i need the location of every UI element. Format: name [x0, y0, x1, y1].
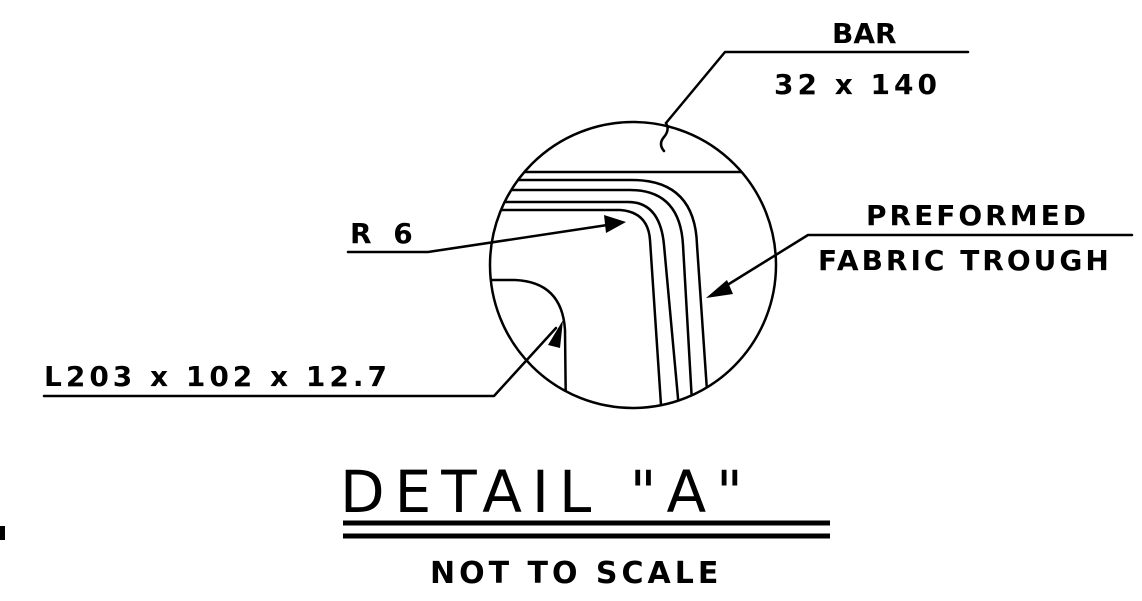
trough-outer-line: [490, 178, 711, 408]
detail-subtitle: NOT TO SCALE: [430, 556, 722, 591]
trough-arrowhead: [706, 280, 733, 298]
trough-label-line1: PREFORMED: [866, 199, 1089, 232]
angle-inner-corner: [490, 278, 568, 408]
angle-surface-line: [490, 208, 664, 408]
trough-leader-line: [714, 233, 1134, 294]
radius-label: R 6: [350, 217, 419, 250]
bar-size-label: 32 x 140: [774, 68, 941, 101]
angle-label: L203 x 102 x 12.7: [44, 360, 391, 393]
edge-fragment: [0, 526, 5, 540]
bar-title-label: BAR: [832, 17, 897, 50]
radius-arrowhead: [604, 215, 626, 233]
trough-inner-line-1: [490, 188, 695, 408]
bar-leader-line: [664, 50, 970, 125]
bar-break-mark: [659, 121, 669, 153]
trough-inner-line-2: [490, 200, 682, 408]
trough-label-line2: FABRIC TROUGH: [818, 244, 1112, 277]
angle-arrowhead: [548, 320, 563, 348]
detail-circle: [488, 120, 778, 410]
angle-leader-line: [42, 326, 558, 398]
detail-title: DETAIL "A": [340, 458, 753, 526]
radius-leader-line: [346, 222, 616, 254]
detail-contents: [490, 170, 776, 408]
